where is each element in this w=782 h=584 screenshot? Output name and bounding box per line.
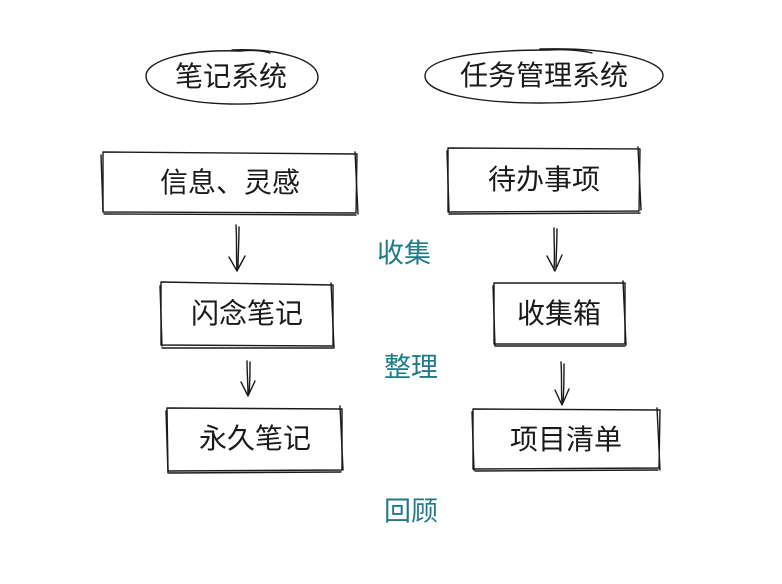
arrow-down-left-2 <box>240 360 256 397</box>
arrow-down-right-2 <box>554 361 570 406</box>
task-system-title: 任务管理系统 <box>459 59 629 92</box>
step-project-list: 项目清单 <box>509 423 623 456</box>
step-fleeting-notes: 闪念笔记 <box>190 297 304 330</box>
step-info-inspiration: 信息、灵感 <box>159 166 301 199</box>
stage-organize: 整理 <box>384 352 438 384</box>
note-system-title-ellipse <box>145 49 319 105</box>
box-project-list <box>471 407 661 472</box>
note-system-title: 笔记系统 <box>174 60 288 93</box>
step-inbox: 收集箱 <box>516 297 602 330</box>
stage-review: 回顾 <box>384 496 438 528</box>
task-system-title-ellipse <box>424 48 664 104</box>
arrow-down-left-1 <box>228 224 246 272</box>
box-fleeting-notes <box>159 281 335 349</box>
arrow-down-right-1 <box>546 227 563 272</box>
box-info-inspiration <box>100 151 359 216</box>
box-inbox <box>492 280 627 347</box>
box-permanent-notes <box>165 405 344 474</box>
step-permanent-notes: 永久笔记 <box>198 422 312 455</box>
step-todo-items: 待办事项 <box>487 163 601 196</box>
stage-collect: 收集 <box>377 238 431 270</box>
box-todo-items <box>446 146 642 215</box>
